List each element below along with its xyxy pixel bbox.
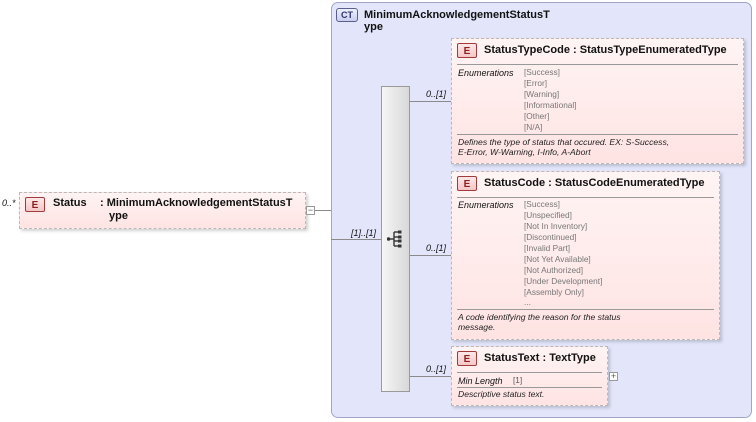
expand-toggle[interactable]: + [609,371,618,381]
divider [457,134,738,135]
enumeration-value: [Unspecified] [524,210,572,220]
enumeration-value: [Informational] [524,100,577,110]
description-line: Descriptive status text. [458,389,545,399]
enumeration-value: [N/A] [524,122,543,132]
child-multiplicity: 0..[1] [426,89,447,99]
enumeration-value: [Success] [524,199,560,209]
enumeration-value: [Success] [524,67,560,77]
facet-label: Min Length [458,376,503,386]
element-status-text[interactable]: E StatusText : TextType Min Length [1] D… [451,346,608,406]
complex-type-name-line2: ype [364,21,383,33]
collapse-toggle[interactable]: − [306,205,315,215]
enumeration-value: [Not In Inventory] [524,221,588,231]
element-icon: E [25,197,45,212]
facet-label: Enumerations [458,68,514,78]
element-icon: E [457,351,477,366]
root-element-name: Status [53,197,87,209]
facet-label: Enumerations [458,200,514,210]
enumeration-value: [Under Development] [524,276,603,286]
description-line: Defines the type of status that occured.… [458,137,670,147]
root-element-status[interactable]: E Status : MinimumAcknowledgementStatusT… [19,192,306,229]
enumeration-value: [Assembly Only] [524,287,584,297]
description-line: E-Error, W-Warning, I-Info, A-Abort [458,147,591,157]
connector [315,210,331,211]
child-multiplicity: 0..[1] [426,364,447,374]
complex-type-name-line1: MinimumAcknowledgementStatusT [364,9,550,21]
enumeration-value: [Not Yet Available] [524,254,591,264]
root-multiplicity: 0..* [2,198,16,208]
facet-value: [1] [513,375,523,385]
sequence-icon [387,230,402,248]
enumeration-value: [Not Authorized] [524,265,584,275]
enumeration-value: ... [524,297,531,307]
connector [331,239,381,240]
connector [410,255,451,256]
connector [410,376,451,377]
element-title: StatusCode : StatusCodeEnumeratedType [484,177,705,189]
enumeration-value: [Warning] [524,89,560,99]
enumeration-value: [Error] [524,78,548,88]
description-line: A code identifying the reason for the st… [458,312,621,322]
enumeration-value: [Other] [524,111,550,121]
element-status-code[interactable]: E StatusCode : StatusCodeEnumeratedType … [451,171,720,340]
enumeration-value: [Invalid Part] [524,243,571,253]
element-icon: E [457,43,477,58]
child-multiplicity: 0..[1] [426,243,447,253]
divider [457,387,602,388]
sequence-multiplicity: [1]..[1] [351,228,377,238]
root-element-type-line2: ype [109,210,128,222]
root-element-type-line1: : MinimumAcknowledgementStatusT [100,197,293,209]
enumeration-value: [Discontinued] [524,232,577,242]
divider [457,197,714,198]
sequence-compositor[interactable] [381,86,410,392]
connector [410,101,451,102]
element-status-type-code[interactable]: E StatusTypeCode : StatusTypeEnumeratedT… [451,38,744,164]
element-title: StatusText : TextType [484,352,596,364]
divider [457,64,738,65]
divider [457,309,714,310]
element-title: StatusTypeCode : StatusTypeEnumeratedTyp… [484,44,727,56]
description-line: message. [458,322,496,332]
element-icon: E [457,176,477,191]
complex-type-icon: CT [336,8,358,22]
divider [457,372,602,373]
